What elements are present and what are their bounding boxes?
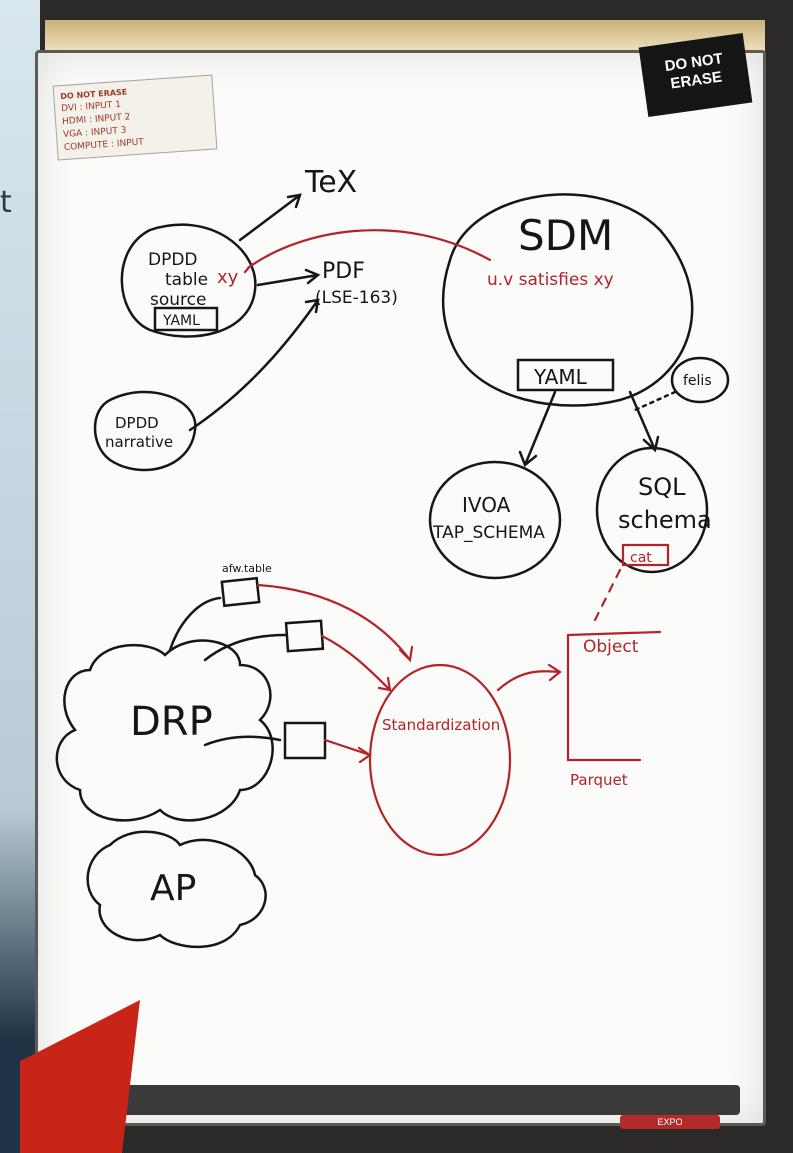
red-arrow-3 — [323, 738, 372, 764]
sdm-yaml-box — [516, 358, 615, 392]
dpdd-source-line: DPDD — [148, 250, 198, 270]
red-arrow-2 — [320, 634, 392, 692]
marker[interactable]: EXPO — [620, 1115, 720, 1129]
ap-label: AP — [150, 868, 196, 909]
arrow-to-pdf — [256, 268, 321, 287]
red-arrow-to-object — [496, 663, 562, 692]
marker-label: EXPO — [657, 1117, 683, 1127]
standardization-label: Standardization — [382, 716, 500, 734]
felis-link — [633, 390, 677, 412]
dpdd-source-line: table — [165, 270, 208, 290]
drp-line-1 — [168, 596, 222, 652]
cat-box — [621, 543, 670, 567]
arrow-to-tex — [238, 193, 302, 242]
cat-label: cat — [630, 550, 652, 566]
sdm-circle — [441, 193, 694, 407]
table-box-3 — [283, 721, 327, 760]
arrow-narrative-to-pdf — [188, 298, 320, 432]
marker-tray — [120, 1085, 740, 1115]
ap-cloud — [86, 830, 267, 949]
dpdd-narrative-line: narrative — [105, 433, 173, 451]
dpdd-source-line: source — [150, 290, 206, 310]
felis-circle — [670, 356, 730, 404]
object-label: Object — [583, 637, 639, 657]
object-box — [566, 630, 662, 762]
ivoa-line: TAP_SCHEMA — [432, 523, 545, 543]
tex-label: TeX — [304, 165, 357, 200]
standardization-ellipse — [368, 663, 512, 857]
drp-label: DRP — [130, 699, 213, 745]
dpdd-yaml-box — [153, 306, 219, 332]
drp-cloud — [55, 639, 274, 822]
lse-label: (LSE-163) — [315, 288, 398, 308]
afw-table-box — [220, 576, 261, 608]
ivoa-line: IVOA — [462, 493, 511, 517]
dpdd-source-bubble — [120, 223, 257, 338]
red-link-xy-sdm — [243, 229, 492, 274]
sql-line: schema — [618, 506, 712, 534]
arrow-to-sql — [628, 390, 660, 453]
xy-left-label: xy — [217, 267, 239, 288]
uv-satisfies-label: u.v satisfies xy — [487, 270, 614, 290]
whiteboard — [35, 50, 766, 1126]
sql-line: SQL — [638, 473, 686, 501]
dpdd-narrative-line: DPDD — [115, 414, 159, 432]
sdm-label: SDM — [518, 211, 613, 260]
felis-label: felis — [683, 373, 712, 389]
dpdd-yaml-label: YAML — [162, 313, 200, 329]
red-arrow-1 — [256, 583, 414, 663]
drp-line-3 — [203, 735, 282, 747]
sql-circle — [595, 446, 709, 574]
sql-to-object-dashed — [593, 568, 622, 622]
background-text: t — [0, 185, 12, 220]
left-wall — [0, 0, 40, 1153]
ivoa-circle — [428, 460, 562, 580]
table-box-2 — [284, 619, 325, 653]
sdm-yaml-label: YAML — [533, 365, 588, 389]
parquet-label: Parquet — [570, 771, 628, 789]
arrow-to-ivoa — [518, 390, 557, 468]
pdf-label: PDF — [322, 259, 365, 284]
drp-line-2 — [203, 633, 287, 662]
afw-table-label: afw.table — [222, 562, 272, 575]
dpdd-narrative-bubble — [93, 390, 197, 472]
